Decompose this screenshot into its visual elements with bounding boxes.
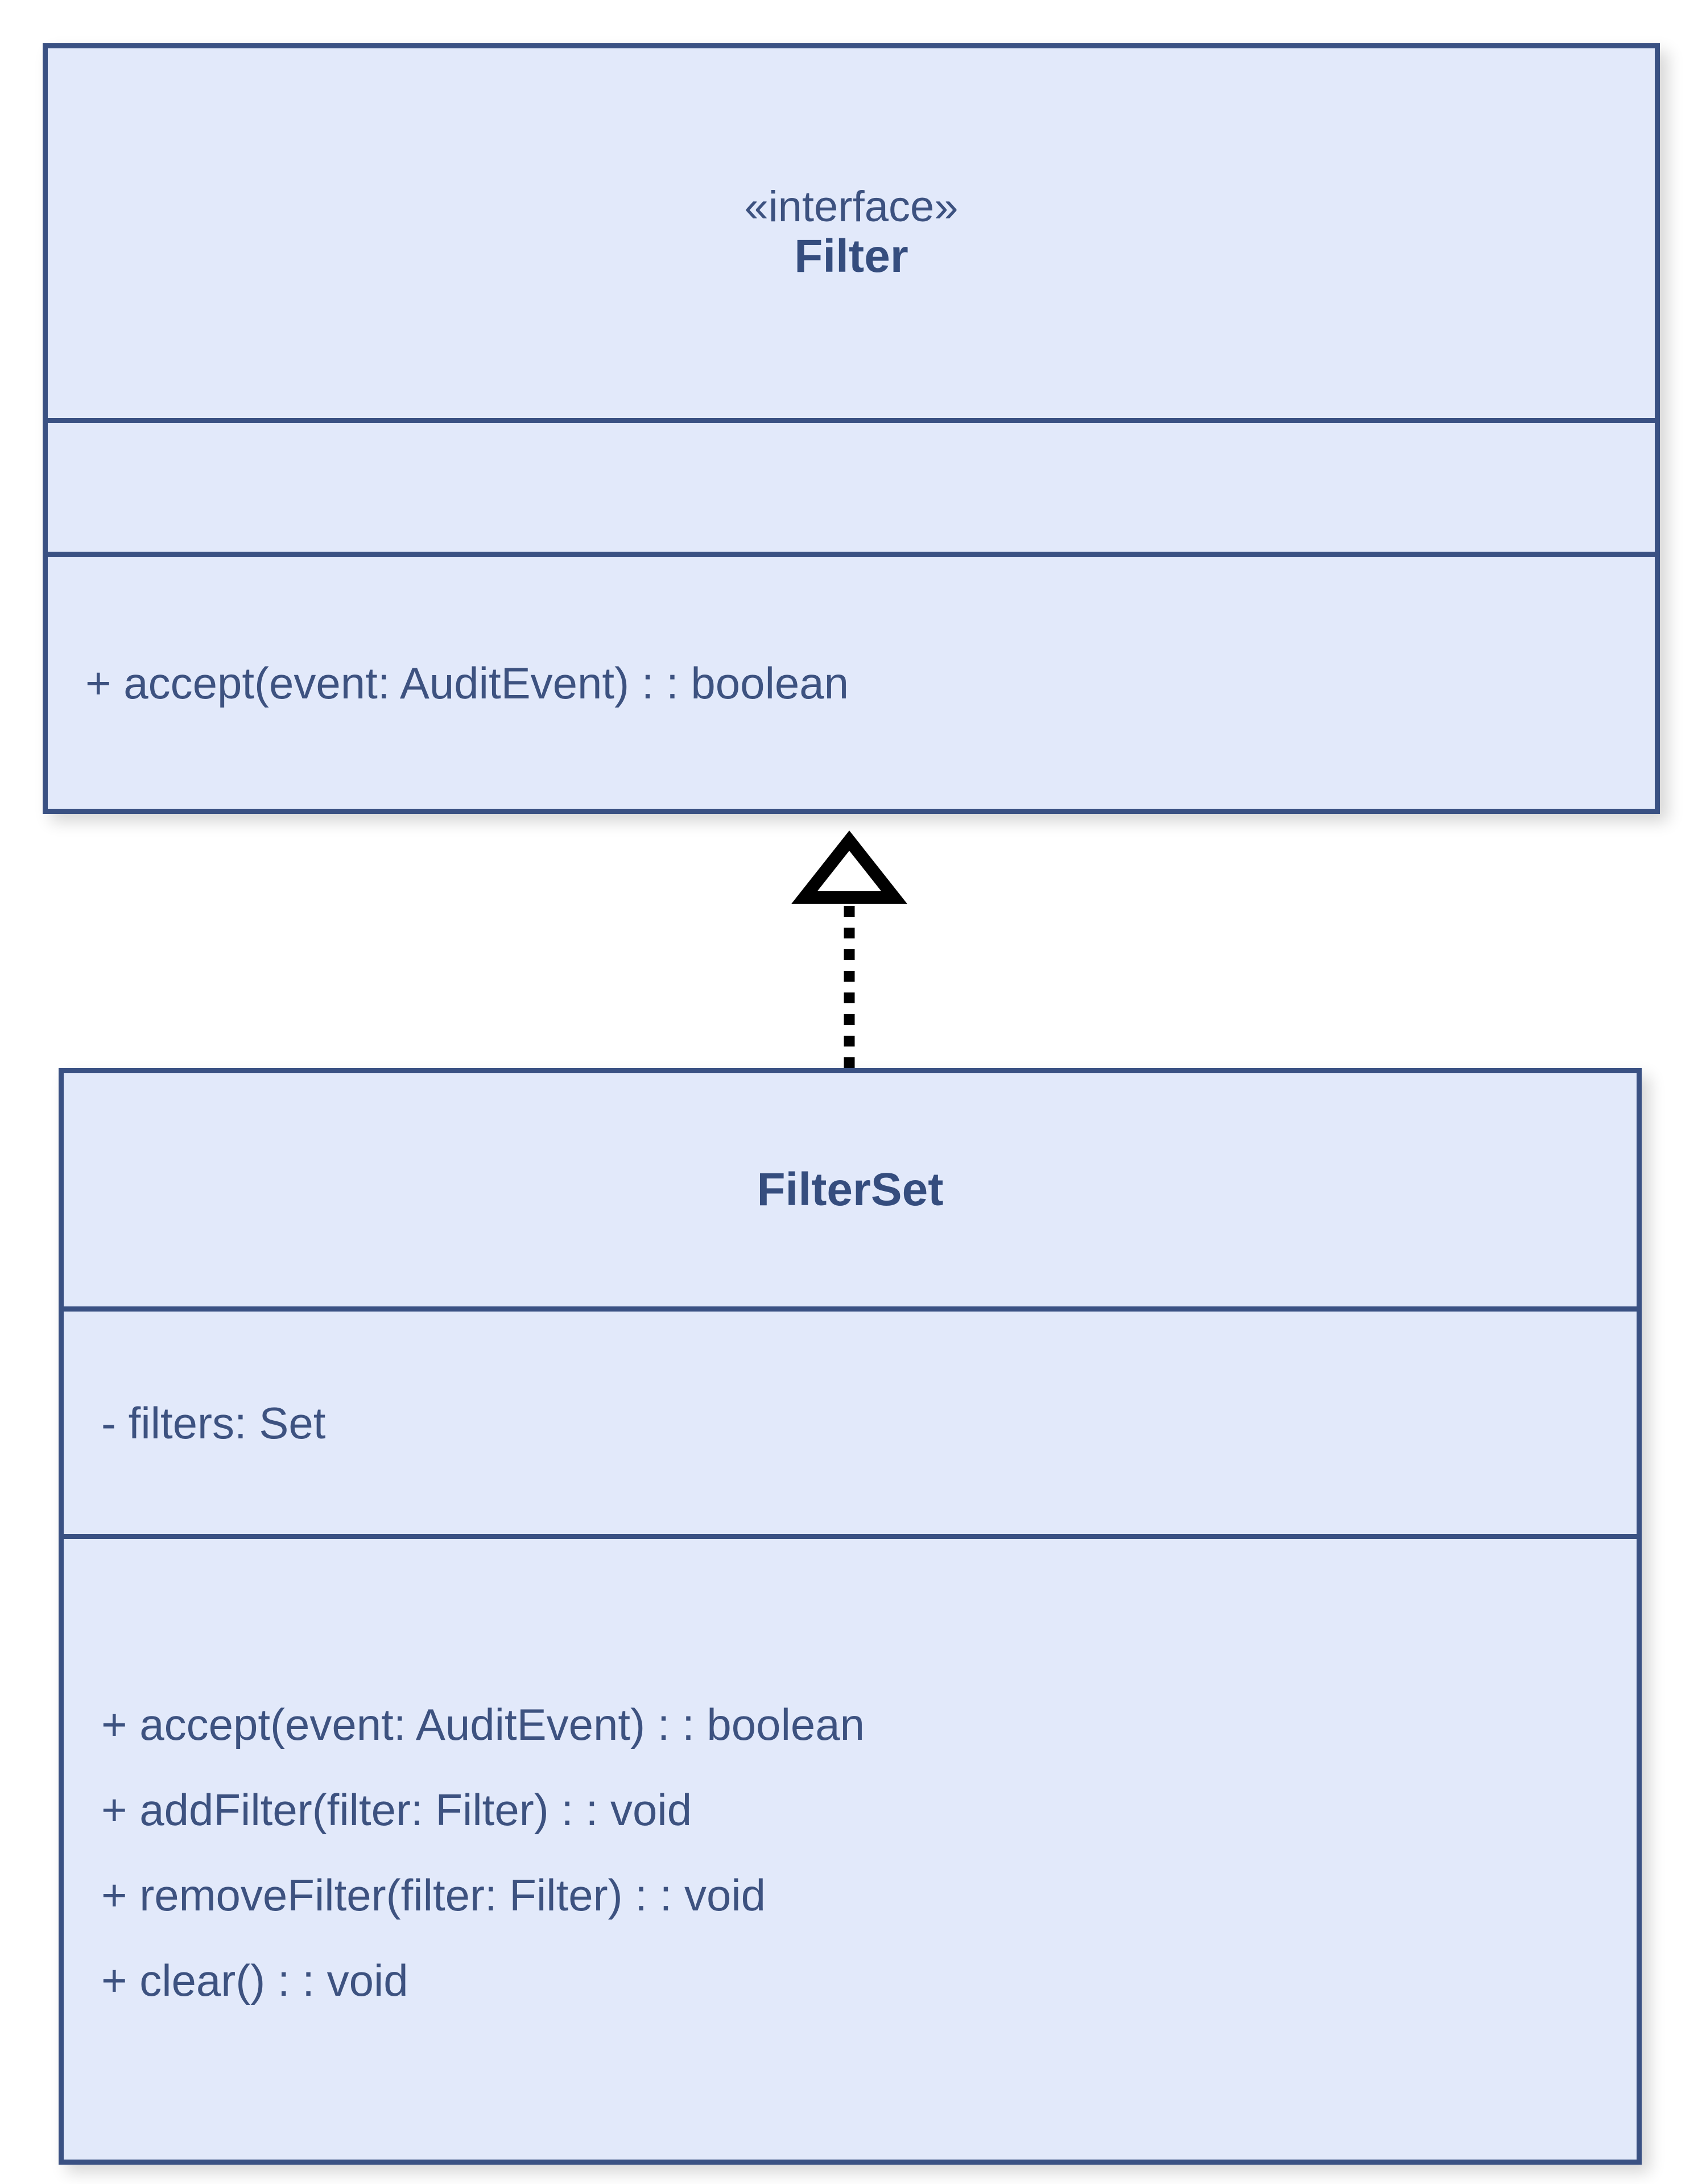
operation-accept-filter: + accept(event: AuditEvent) : : boolean [85, 657, 849, 708]
uml-class-filterset[interactable]: FilterSet - filters: Set + accept(event:… [59, 1068, 1642, 2165]
class-header-filter: «interface» Filter [48, 48, 1655, 418]
uml-class-filter[interactable]: «interface» Filter + accept(event: Audit… [43, 43, 1660, 814]
class-header-filterset: FilterSet [64, 1073, 1637, 1306]
operation-accept-filterset: + accept(event: AuditEvent) : : boolean [101, 1699, 865, 1749]
attributes-compartment-filterset: - filters: Set [64, 1306, 1637, 1534]
operation-addfilter: + addFilter(filter: Filter) : : void [101, 1784, 692, 1835]
operation-clear: + clear() : : void [101, 1955, 408, 2005]
class-name-filter: Filter [794, 230, 908, 283]
operations-compartment-filterset: + accept(event: AuditEvent) : : boolean … [64, 1534, 1637, 2160]
hollow-triangle-arrowhead-icon [791, 830, 907, 904]
operation-removefilter: + removeFilter(filter: Filter) : : void [101, 1869, 766, 1920]
class-name-filterset: FilterSet [757, 1164, 944, 1216]
attributes-compartment-filter [48, 418, 1655, 552]
attribute-filters: - filters: Set [101, 1397, 326, 1448]
operations-compartment-filter: + accept(event: AuditEvent) : : boolean [48, 552, 1655, 809]
stereotype-label-filter: «interface» [744, 183, 959, 231]
